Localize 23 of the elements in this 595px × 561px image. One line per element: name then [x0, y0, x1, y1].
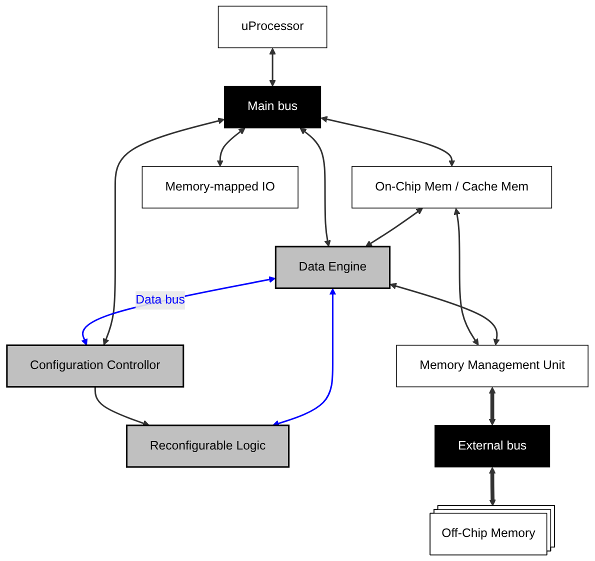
edge-label: Data bus — [136, 293, 185, 307]
node-box: uProcessor — [218, 6, 328, 48]
arrow — [365, 208, 423, 247]
arrow — [81, 276, 276, 346]
arrow — [454, 208, 479, 346]
arrow — [488, 466, 496, 506]
node-box: Main bus — [224, 86, 322, 128]
node-box: Reconfigurable Logic — [126, 424, 290, 468]
arrow — [320, 116, 456, 167]
arrow — [269, 48, 276, 87]
node-box: Configuration Controllor — [6, 344, 184, 388]
arrow — [488, 386, 496, 426]
node-box: Memory Management Unit — [396, 344, 588, 388]
node-box: External bus — [434, 425, 550, 468]
arrow — [272, 288, 336, 427]
arrow — [102, 118, 225, 346]
arrow — [216, 128, 246, 167]
arrow — [390, 282, 500, 346]
node-box: On-Chip Mem / Cache Mem — [352, 166, 552, 208]
node-box: Data Engine — [274, 246, 391, 289]
node-box: Memory-mapped IO — [142, 166, 298, 208]
arrow — [94, 386, 150, 427]
arrow — [300, 128, 331, 247]
